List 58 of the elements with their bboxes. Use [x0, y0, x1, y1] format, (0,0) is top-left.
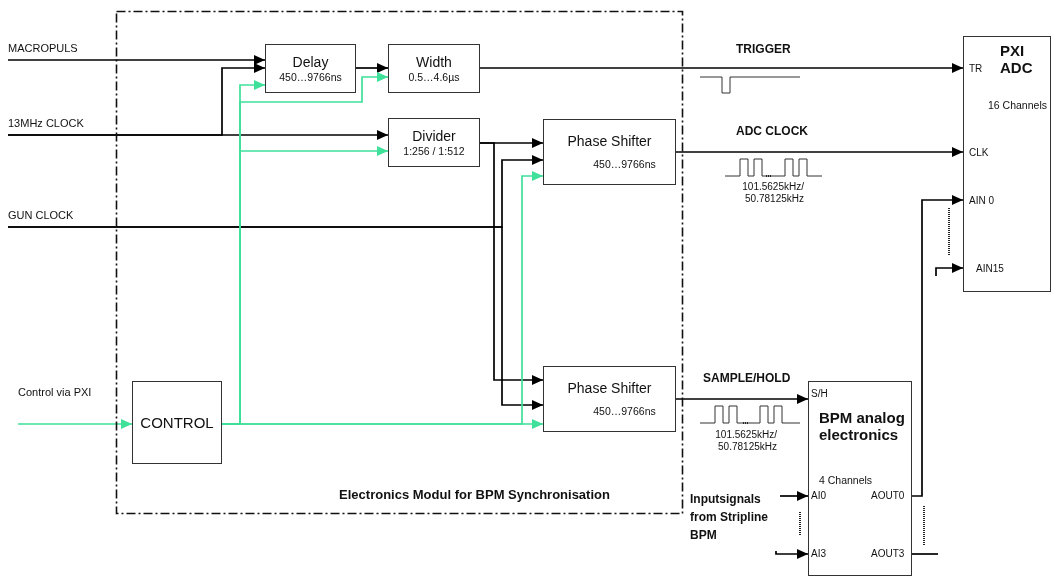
port-label: AIN 0	[969, 195, 994, 206]
device-box	[963, 36, 1051, 292]
port-label: AOUT0	[871, 490, 905, 501]
port-label: S/H	[811, 388, 828, 399]
module-title: Electronics Modul for BPM Synchronisation	[338, 487, 611, 502]
block-parameter: 1:256 / 1:512	[403, 144, 465, 158]
channel-count: 4 Channels	[819, 474, 873, 487]
signal-arrow	[479, 142, 544, 385]
signal-label: GUN CLOCK	[8, 209, 118, 227]
port-label: CLK	[969, 147, 989, 158]
block-title: Phase Shifter	[567, 133, 652, 150]
port-label: AIN15	[976, 263, 1004, 274]
device-box	[808, 381, 912, 576]
edge-label: ADC CLOCK	[735, 124, 809, 138]
control-block	[132, 381, 222, 464]
block-parameter: 450…9766ns	[279, 70, 342, 84]
function-block	[388, 118, 480, 167]
port-label: AI3	[811, 548, 826, 559]
port-label: AI0	[811, 490, 826, 501]
block-title: Delay	[292, 53, 329, 71]
signal-arrow	[911, 195, 964, 497]
signal-label: 13MHz CLOCK	[8, 117, 128, 135]
signal-arrow	[7, 55, 266, 65]
channel-count: 16 Channels	[988, 99, 1047, 112]
function-block	[388, 44, 480, 93]
frequency-note: 101.5625kHz/ 50.78125kHz	[741, 181, 804, 205]
port-label: AOUT3	[871, 548, 905, 559]
device-title: BPM analog electronics	[819, 409, 906, 443]
block-title: Width	[416, 53, 452, 71]
signal-arrow	[17, 419, 133, 429]
signal-arrow	[675, 394, 809, 404]
signal-arrow	[675, 147, 964, 157]
signal-arrow	[775, 549, 809, 559]
signal-arrow	[935, 263, 964, 277]
block-title: Phase Shifter	[567, 380, 652, 397]
signal-arrow	[7, 226, 544, 410]
block-title: Divider	[412, 127, 456, 145]
signal-label: MACROPULS	[8, 42, 116, 60]
port-label: TR	[969, 63, 983, 74]
frequency-note: 101.5625kHz/ 50.78125kHz	[714, 429, 777, 453]
input-signal-label: Inputsignals from Stripline BPM	[690, 487, 780, 551]
signal-arrow	[479, 63, 964, 73]
device-title: PXI ADC	[1000, 42, 1034, 76]
signal-arrow	[7, 130, 389, 140]
function-block	[543, 366, 676, 432]
block-parameter: 450…9766ns	[593, 158, 656, 171]
signal-arrow	[355, 63, 389, 73]
block-parameter: 0.5…4.6µs	[408, 70, 460, 84]
block-parameter: 450…9766ns	[593, 405, 656, 418]
function-block	[265, 44, 356, 93]
signal-label: Control via PXI	[18, 386, 108, 424]
block-title: CONTROL	[140, 414, 214, 431]
signal-arrow	[221, 419, 544, 429]
edge-label: TRIGGER	[735, 42, 792, 56]
module-boundary	[116, 11, 683, 514]
function-block	[543, 119, 676, 185]
signal-arrow	[779, 491, 809, 501]
edge-label: SAMPLE/HOLD	[702, 371, 792, 385]
